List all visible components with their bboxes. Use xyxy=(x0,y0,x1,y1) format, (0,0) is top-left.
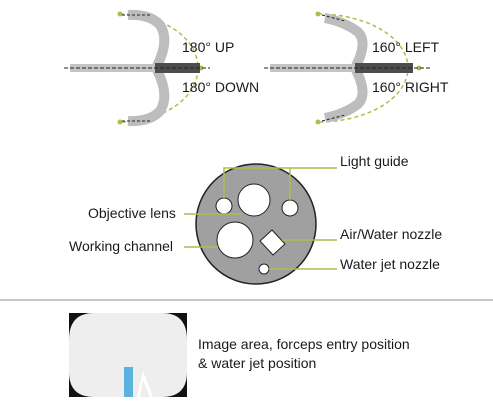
label-160-right: 160° RIGHT xyxy=(372,79,449,95)
bending-up-down-figure: 180° UP 180° DOWN xyxy=(64,9,259,127)
left-end-dot xyxy=(315,11,321,17)
bending-section-down xyxy=(127,67,170,127)
left-tip-line xyxy=(321,14,346,22)
distal-end-face: Light guide Objective lens Working chann… xyxy=(69,153,442,285)
light-guide-left xyxy=(215,197,233,215)
down-end-dot xyxy=(117,119,123,125)
water-jet-nozzle xyxy=(258,263,270,275)
right-end-dot xyxy=(315,119,321,125)
label-160-left: 160° LEFT xyxy=(372,39,440,55)
objective-lens xyxy=(237,183,271,217)
bending-section-left xyxy=(323,13,368,69)
image-area-figure: Image area, forceps entry position & wat… xyxy=(69,313,410,397)
scope-shaft-dark xyxy=(155,63,200,73)
right-tip-line xyxy=(321,114,346,122)
label-working-channel: Working channel xyxy=(69,238,173,254)
label-water-jet-nozzle: Water jet nozzle xyxy=(340,256,440,272)
working-channel xyxy=(216,221,254,259)
bending-left-right-figure: 160° LEFT 160° RIGHT xyxy=(264,11,449,125)
forceps-entry-marker xyxy=(137,371,153,397)
left-right-pivot-dot xyxy=(416,65,422,71)
image-area-caption-line2: & water jet position xyxy=(198,355,316,371)
image-area-caption-line1: Image area, forceps entry position xyxy=(198,336,410,352)
label-light-guide: Light guide xyxy=(340,153,409,169)
bending-section-right xyxy=(323,67,368,123)
light-guide-right xyxy=(281,199,299,217)
air-water-nozzle xyxy=(259,229,286,256)
up-end-dot xyxy=(117,11,123,17)
label-air-water-nozzle: Air/Water nozzle xyxy=(340,226,442,242)
image-area-field xyxy=(69,313,187,397)
label-objective-lens: Objective lens xyxy=(88,205,176,221)
tip-face xyxy=(195,163,317,285)
label-180-down: 180° DOWN xyxy=(182,79,259,95)
water-jet-marker xyxy=(124,367,133,397)
bending-section-up xyxy=(127,9,170,69)
leader-light-guide xyxy=(223,167,337,198)
label-180-up: 180° UP xyxy=(182,39,234,55)
